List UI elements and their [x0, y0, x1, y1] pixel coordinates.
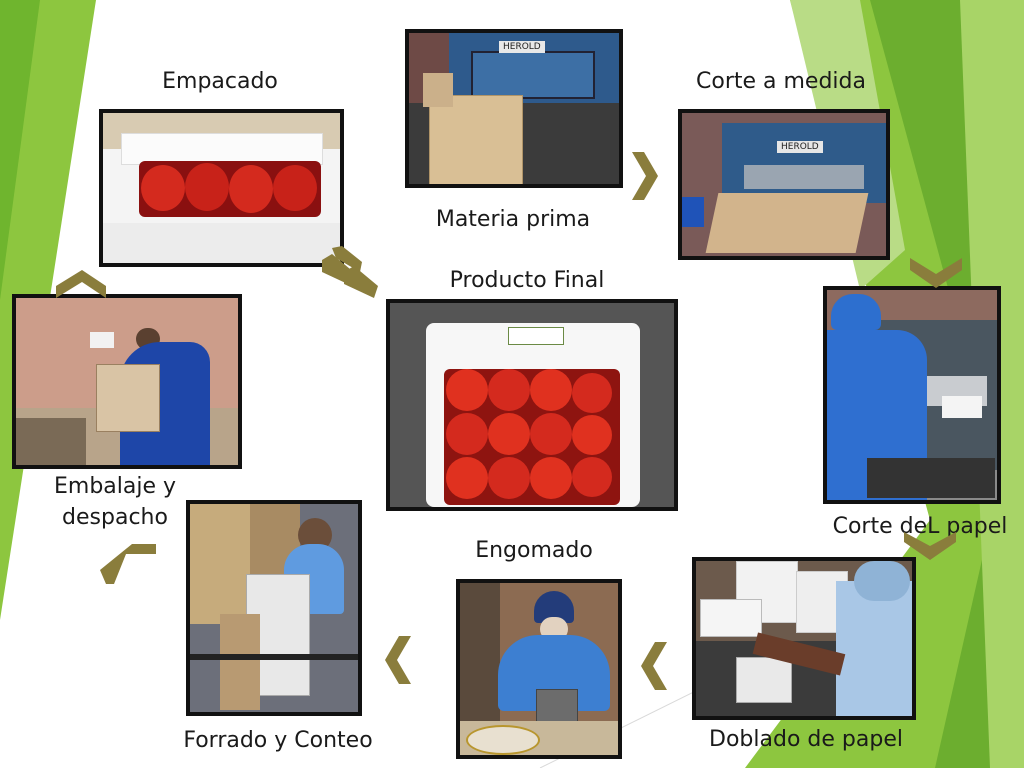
corte-papel-photo	[823, 286, 1001, 504]
forrado-photo	[186, 500, 362, 716]
chevron-right-icon	[630, 152, 658, 200]
chevron-down-icon	[910, 256, 962, 288]
chevron-right-double-icon	[322, 246, 388, 306]
corte-medida-photo: HEROLD	[678, 109, 890, 260]
chevron-left-icon	[385, 636, 413, 684]
embalaje-label-line1: Embalaje y	[53, 474, 177, 499]
doblado-photo	[692, 557, 916, 720]
engomado-label: Engomado	[475, 538, 593, 563]
corte-papel-label: Corte deL papel	[832, 514, 1008, 539]
machine-brand-label: HEROLD	[499, 41, 545, 53]
producto-final-photo	[386, 299, 678, 511]
chevron-left-icon	[641, 642, 669, 690]
empacado-label: Empacado	[162, 69, 278, 94]
chevron-down-icon	[904, 530, 956, 560]
chevron-up-icon	[56, 270, 106, 300]
producto-final-label: Producto Final	[449, 268, 605, 293]
forrado-label: Forrado y Conteo	[183, 728, 373, 753]
machine-brand-label: HEROLD	[777, 141, 823, 153]
corte-medida-label: Corte a medida	[696, 69, 866, 94]
embalaje-label-line2: despacho	[62, 505, 168, 530]
materia-prima-photo: HEROLD	[405, 29, 623, 188]
doblado-label: Doblado de papel	[709, 727, 903, 752]
materia-prima-label: Materia prima	[435, 207, 591, 232]
embalaje-photo	[12, 294, 242, 469]
empacado-photo	[99, 109, 344, 267]
chevron-up-icon	[100, 540, 156, 584]
engomado-photo	[456, 579, 622, 759]
